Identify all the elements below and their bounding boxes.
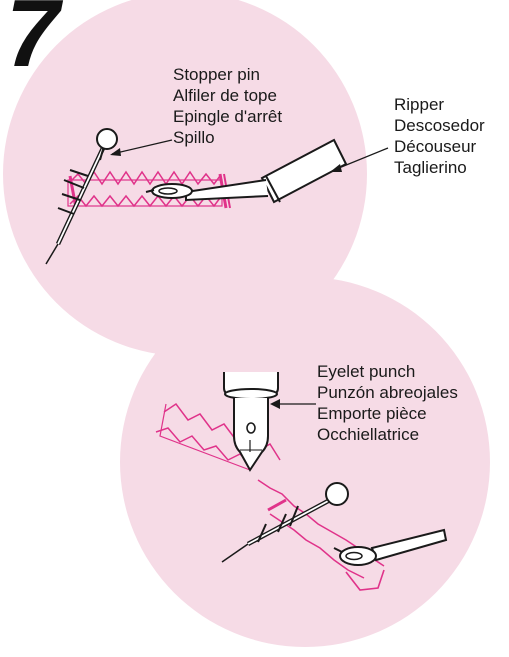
eyelet-punch-label-it: Occhiellatrice <box>317 424 458 445</box>
stopper-pin-label-es: Alfiler de tope <box>173 85 282 106</box>
ripper-label-it: Taglierino <box>394 157 485 178</box>
stopper-pin-label-fr: Epingle d'arrêt <box>173 106 282 127</box>
stopper-pin-label-en: Stopper pin <box>173 64 282 85</box>
eyelet-punch-label-es: Punzón abreojales <box>317 382 458 403</box>
bottom-circle <box>120 277 490 647</box>
ripper-label: Ripper Descosedor Découseur Taglierino <box>394 94 485 178</box>
ripper-label-fr: Découseur <box>394 136 485 157</box>
eyelet-punch-label-fr: Emporte pièce <box>317 403 458 424</box>
ripper-label-es: Descosedor <box>394 115 485 136</box>
eyelet-punch-label-en: Eyelet punch <box>317 361 458 382</box>
stopper-pin-label: Stopper pin Alfiler de tope Epingle d'ar… <box>173 64 282 148</box>
step-number: 7 <box>6 0 57 82</box>
ripper-label-en: Ripper <box>394 94 485 115</box>
eyelet-punch-label: Eyelet punch Punzón abreojales Emporte p… <box>317 361 458 445</box>
stopper-pin-label-it: Spillo <box>173 127 282 148</box>
